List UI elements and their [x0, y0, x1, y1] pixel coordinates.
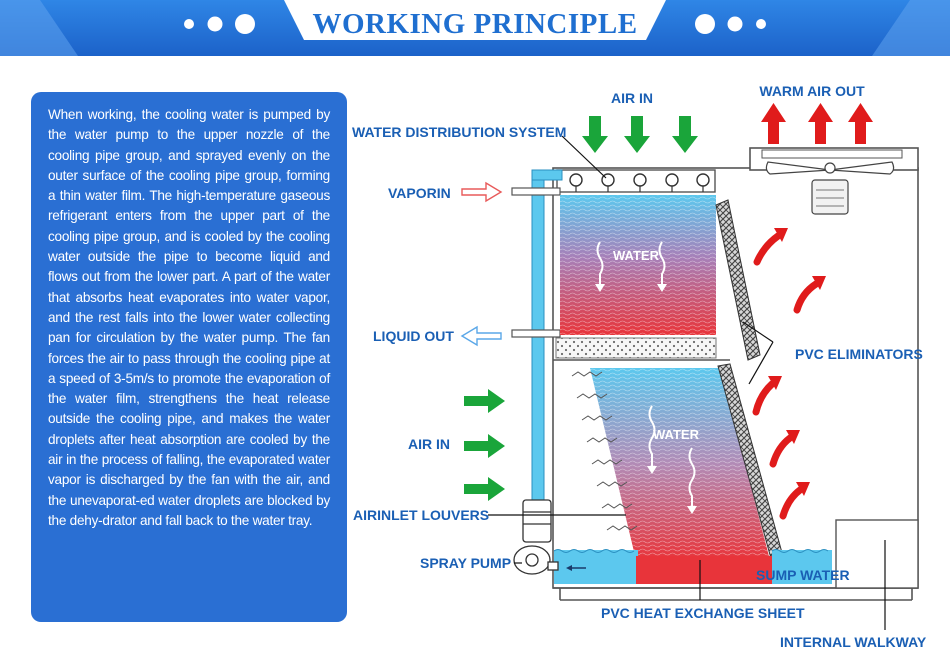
arrow-up-icon: [761, 103, 786, 144]
cooling-tower-diagram: AIR IN WARM AIR OUT WATER DISTRIBUTION S…: [352, 83, 927, 650]
air-in-top-label: AIR IN: [611, 90, 653, 106]
curved-arrow-icon: [779, 486, 804, 520]
arrow-up-icon: [808, 103, 833, 144]
nozzle-icon: [696, 173, 710, 187]
curved-arrow-icon: [753, 232, 782, 266]
pvc-heat-exchange-label: PVC HEAT EXCHANGE SHEET: [601, 605, 805, 621]
banner-dot-icon: [695, 14, 715, 34]
leader-lines: [488, 135, 886, 630]
nozzle-icon: [665, 173, 679, 187]
banner-dot-icon: [727, 16, 743, 32]
water-upper-label: WATER: [613, 248, 660, 263]
spray-pipe: [531, 169, 563, 511]
water-flow-arrows: [596, 241, 696, 506]
pvc-heat-exchange-sheet: [590, 368, 770, 560]
curved-arrow-icon: [769, 434, 794, 468]
arrow-down-icon: [624, 116, 650, 153]
air-in-side-arrows: [464, 389, 505, 501]
curved-arrow-icon: [752, 380, 776, 416]
vaporin-label: VAPORIN: [388, 185, 451, 201]
sump-water: [553, 549, 832, 584]
arrow-head-icon: [812, 276, 826, 290]
arrow-right-icon: [464, 389, 505, 413]
banner-dot-icon: [235, 14, 255, 34]
banner-dot-icon: [756, 19, 766, 29]
water-distribution-label: WATER DISTRIBUTION SYSTEM: [352, 124, 566, 140]
curved-arrow-icon: [793, 280, 820, 314]
arrow-head-icon: [768, 376, 782, 390]
banner-background: [0, 0, 950, 56]
pvc-eliminators-label: PVC ELIMINATORS: [795, 346, 923, 362]
banner-dot-icon: [184, 19, 194, 29]
header-banner: WORKING PRINCIPLE: [0, 0, 950, 56]
spray-pump-label: SPRAY PUMP: [420, 555, 511, 571]
fan-blade-icon: [765, 161, 831, 175]
internal-walkway-label: INTERNAL WALKWAY: [780, 634, 927, 650]
vaporin-arrow-icon: [461, 181, 503, 203]
description-text: When working, the cooling water is pumpe…: [48, 107, 330, 528]
warm-air-curved-arrows: [752, 232, 820, 520]
arrow-right-icon: [464, 477, 505, 501]
arrow-head-icon: [786, 430, 800, 444]
liquid-out-arrow-icon: [460, 325, 502, 347]
cooling-coil-bundle: [560, 195, 716, 335]
arrow-head-icon: [796, 482, 810, 496]
fan-assembly: [749, 147, 919, 215]
liquid-out-label: LIQUID OUT: [373, 328, 454, 344]
arrow-down-icon: [672, 116, 698, 153]
fan-motor-icon: [811, 179, 849, 215]
warm-air-out-arrows: [761, 103, 873, 144]
arrow-right-icon: [464, 434, 505, 458]
eliminator-pad: [555, 337, 717, 359]
water-distribution-header: [556, 169, 716, 193]
internal-walkway: [835, 519, 919, 589]
nozzle-icon: [569, 173, 583, 187]
page-title: WORKING PRINCIPLE: [312, 8, 638, 40]
description-panel: When working, the cooling water is pumpe…: [31, 92, 347, 622]
arrow-head-icon: [774, 228, 788, 242]
spray-pump-icon: [513, 499, 559, 575]
warm-air-out-label: WARM AIR OUT: [759, 83, 865, 99]
airinlet-louvers: [571, 371, 638, 531]
arrow-up-icon: [848, 103, 873, 144]
nozzle-icon: [633, 173, 647, 187]
sump-water-label: SUMP WATER: [756, 567, 850, 583]
banner-dot-icon: [207, 16, 223, 32]
pvc-eliminator-upper: [715, 199, 761, 361]
airinlet-louvers-label: AIRINLET LOUVERS: [353, 507, 489, 523]
fan-blade-icon: [829, 161, 895, 175]
water-lower-label: WATER: [653, 427, 700, 442]
air-in-side-label: AIR IN: [408, 436, 450, 452]
arrow-down-icon: [582, 116, 608, 153]
air-in-top-arrows: [582, 116, 698, 153]
